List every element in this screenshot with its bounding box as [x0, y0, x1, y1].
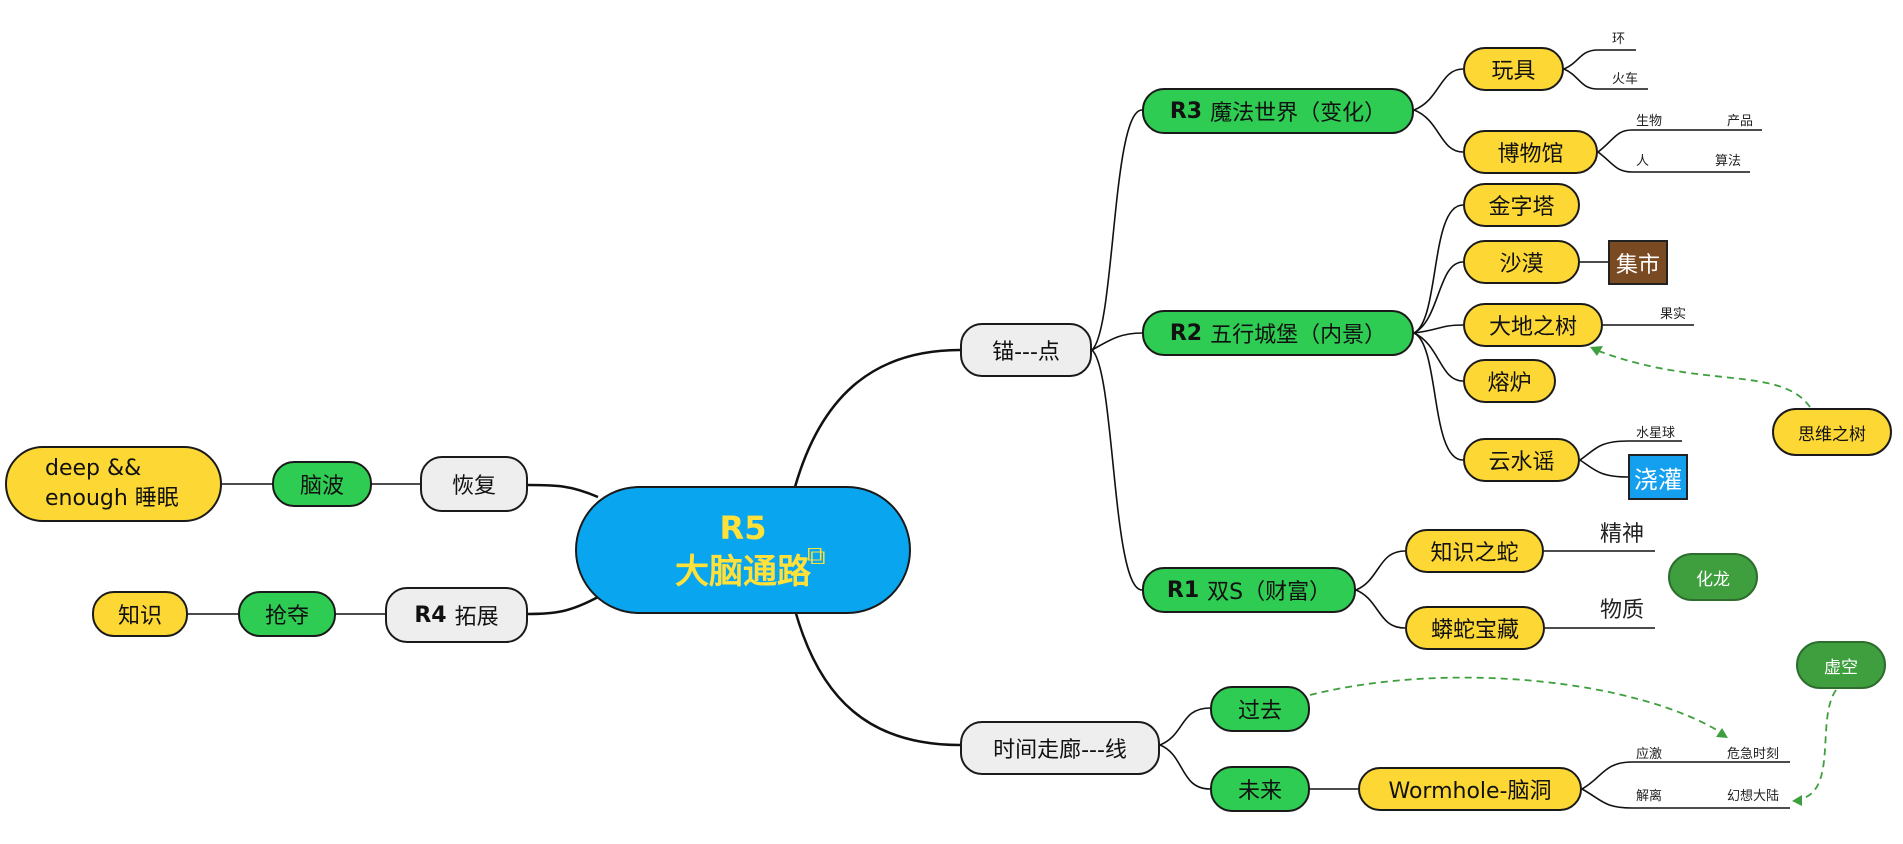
r1-label: 双S（财富） [1207, 580, 1332, 605]
mind-tree-node[interactable]: 思维之树 [1772, 408, 1892, 456]
sleep-node[interactable]: deep && enough 睡眠 [5, 446, 222, 522]
tag-fruit: 果实 [1660, 307, 1687, 322]
desert-node[interactable]: 沙漠 [1463, 240, 1580, 284]
furnace-label: 熔炉 [1487, 371, 1532, 396]
irrigate-box[interactable]: 浇灌 [1628, 454, 1688, 500]
r3-label: 魔法世界（变化） [1210, 101, 1387, 126]
desert-label: 沙漠 [1499, 252, 1544, 277]
anchor-label: 锚---点 [992, 340, 1060, 365]
treasure-label: 蟒蛇宝藏 [1430, 618, 1519, 643]
wormhole-label: Wormhole-脑洞 [1388, 779, 1552, 804]
past-node[interactable]: 过去 [1210, 686, 1310, 732]
earth-tree-label: 大地之树 [1488, 315, 1577, 340]
tag-train: 火车 [1612, 72, 1639, 87]
recover-node[interactable]: 恢复 [420, 456, 528, 512]
mind-tree-label: 思维之树 [1798, 424, 1866, 445]
knowledge-node[interactable]: 知识 [92, 591, 188, 637]
tag-crisis: 危急时刻 [1727, 747, 1780, 762]
tag-biology: 生物 [1636, 114, 1663, 129]
tag-dissociation: 解离 [1636, 789, 1663, 804]
tag-stress: 应激 [1636, 747, 1663, 762]
toy-label: 玩具 [1491, 59, 1536, 84]
dragon-label: 化龙 [1696, 569, 1730, 590]
future-label: 未来 [1237, 779, 1282, 804]
r2-label: 五行城堡（内景） [1210, 323, 1387, 348]
past-label: 过去 [1237, 699, 1282, 724]
cloud-water-node[interactable]: 云水谣 [1463, 438, 1580, 482]
treasure-node[interactable]: 蟒蛇宝藏 [1405, 606, 1545, 650]
tag-mercury: 水星球 [1636, 426, 1676, 441]
brainwave-node[interactable]: 脑波 [272, 461, 372, 507]
void-node[interactable]: 虚空 [1796, 641, 1886, 689]
tag-people: 人 [1636, 154, 1650, 169]
snake-node[interactable]: 知识之蛇 [1405, 529, 1544, 573]
tag-product: 产品 [1727, 114, 1754, 129]
corridor-node[interactable]: 时间走廊---线 [960, 721, 1160, 775]
root-title: R5 [719, 509, 767, 547]
root-subtitle: 大脑通路 [675, 552, 811, 592]
dragon-node[interactable]: 化龙 [1668, 553, 1758, 601]
r3-prefix: R3 [1169, 98, 1203, 124]
knowledge-label: 知识 [117, 604, 162, 629]
museum-node[interactable]: 博物馆 [1463, 130, 1598, 174]
expand-prefix: R4 [414, 602, 447, 628]
r1-prefix: R1 [1166, 577, 1200, 603]
recover-label: 恢复 [451, 474, 496, 499]
void-label: 虚空 [1824, 657, 1858, 678]
r3-node[interactable]: R3 魔法世界（变化） [1142, 88, 1414, 134]
museum-label: 博物馆 [1497, 142, 1564, 167]
furnace-node[interactable]: 熔炉 [1463, 359, 1556, 403]
tag-matter: 物质 [1600, 598, 1645, 623]
brainwave-label: 脑波 [299, 474, 344, 499]
future-node[interactable]: 未来 [1210, 766, 1310, 812]
sleep-line1: deep && [45, 456, 142, 481]
r1-node[interactable]: R1 双S（财富） [1142, 567, 1356, 613]
market-label: 集市 [1615, 252, 1660, 278]
link-icon: ⧉ [807, 541, 826, 571]
expand-node[interactable]: R4 拓展 [385, 587, 528, 643]
corridor-label: 时间走廊---线 [993, 738, 1127, 763]
tag-algorithm: 算法 [1715, 154, 1742, 169]
irrigate-label: 浇灌 [1634, 465, 1682, 494]
earth-tree-node[interactable]: 大地之树 [1463, 303, 1603, 347]
pyramid-node[interactable]: 金字塔 [1463, 183, 1580, 227]
market-box[interactable]: 集市 [1608, 240, 1668, 285]
pyramid-label: 金字塔 [1488, 195, 1555, 220]
anchor-node[interactable]: 锚---点 [960, 323, 1092, 377]
root-node[interactable]: R5 大脑通路 ⧉ [575, 486, 911, 614]
snake-label: 知识之蛇 [1430, 541, 1519, 566]
grab-node[interactable]: 抢夺 [238, 591, 336, 637]
cloud-water-label: 云水谣 [1488, 450, 1555, 475]
wormhole-node[interactable]: Wormhole-脑洞 [1358, 767, 1582, 811]
tag-fantasy: 幻想大陆 [1727, 789, 1780, 804]
grab-label: 抢夺 [264, 604, 309, 629]
toy-node[interactable]: 玩具 [1463, 47, 1564, 91]
r2-prefix: R2 [1169, 320, 1203, 346]
expand-label: 拓展 [454, 605, 499, 630]
sleep-line2: enough 睡眠 [45, 486, 179, 511]
r2-node[interactable]: R2 五行城堡（内景） [1142, 310, 1414, 356]
tag-ring: 环 [1612, 32, 1626, 47]
tag-spirit: 精神 [1600, 522, 1645, 547]
